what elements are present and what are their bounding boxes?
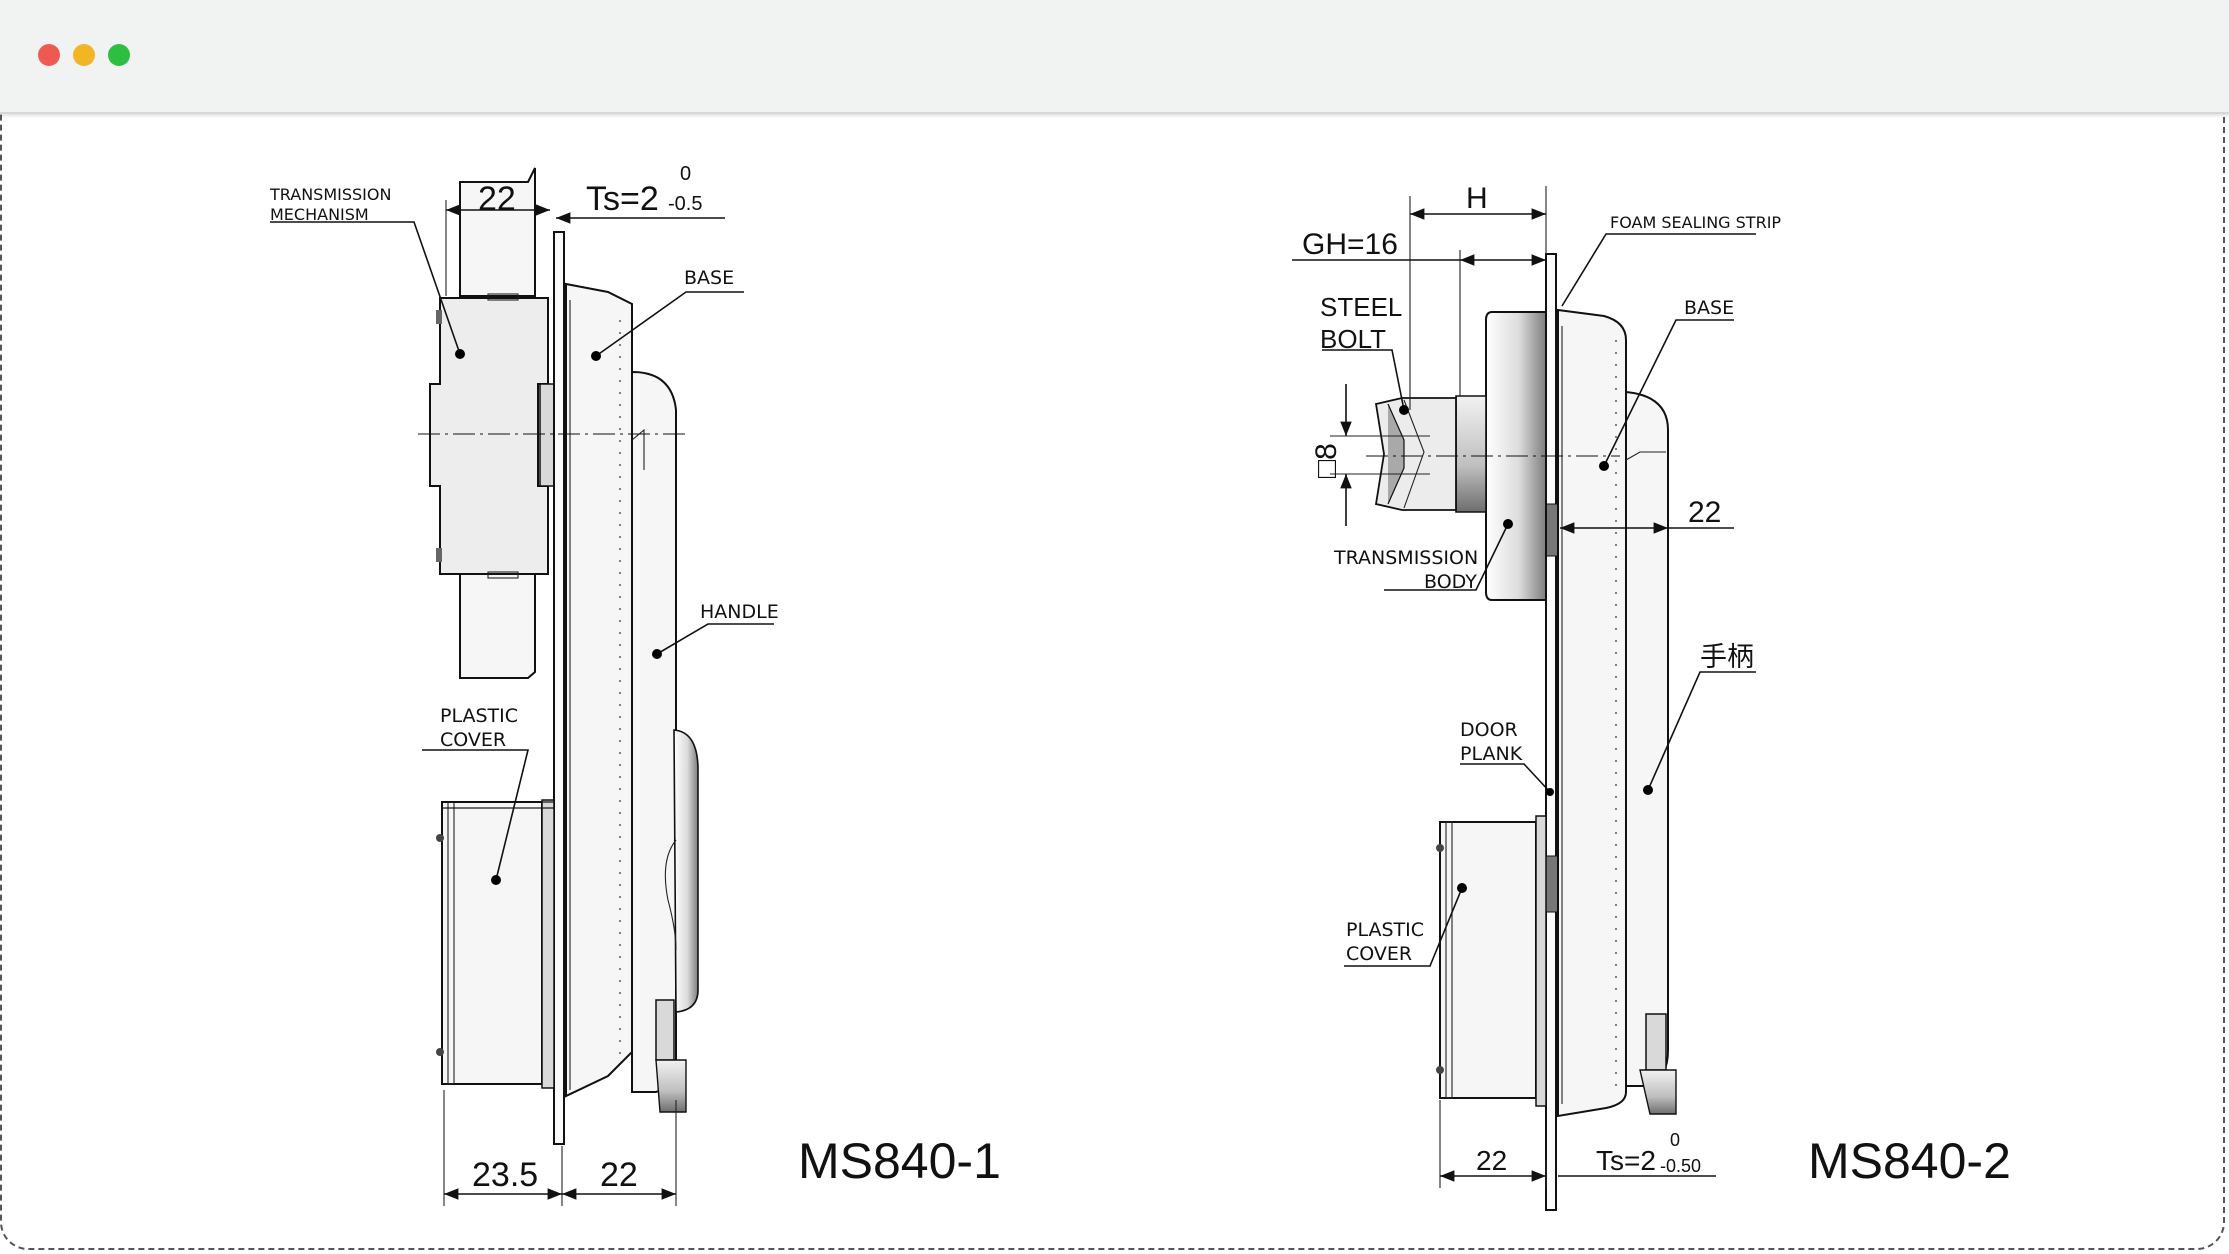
transmission-shaft-bottom: [459, 569, 536, 679]
dim-bottom-22: 22: [600, 1156, 638, 1194]
label-foam-sealing-strip: FOAM SEALING STRIP: [1610, 213, 1781, 232]
base-body: [565, 282, 633, 1098]
dim-ts-2-tol-lower: -0.50: [1660, 1156, 1701, 1176]
label-steel-line1: STEEL: [1320, 292, 1402, 322]
dim-ts-tol-upper: 0: [680, 163, 691, 185]
leader-door-plank: [1460, 763, 1551, 793]
drawing-ms840-1: TRANSMISSION MECHANISM BASE HANDLE PLAST…: [269, 163, 1001, 1206]
door-plank: [553, 231, 565, 1145]
leader-transmission-body: [1384, 523, 1509, 591]
label-steel-line2: BOLT: [1320, 324, 1386, 354]
label-handle-cn: 手柄: [1700, 642, 1754, 672]
plastic-cover: [441, 801, 543, 1085]
label-handle: HANDLE: [700, 601, 779, 623]
dim-bottom-23-5: 23.5: [472, 1156, 538, 1194]
shaft-cylinder: [1455, 395, 1487, 513]
zoom-button[interactable]: [108, 44, 130, 66]
leader-handle: [656, 623, 774, 655]
label-door-line1: DOOR: [1460, 719, 1518, 741]
dim-h: H: [1466, 182, 1488, 215]
label-transmission-line1: TRANSMISSION: [269, 185, 391, 204]
shaft-collar: [539, 383, 555, 487]
label-plastic-2-line1: PLASTIC: [1346, 919, 1424, 941]
leader-base-2: [1603, 319, 1734, 467]
label-base: BASE: [684, 267, 734, 289]
label-plastic-line1: PLASTIC: [440, 705, 518, 727]
label-plastic-2-line2: COVER: [1346, 943, 1412, 965]
dim-ts-2-tol-upper: 0: [1670, 1130, 1680, 1150]
label-transmission-line2: MECHANISM: [270, 205, 369, 224]
dim-ts-tol-lower: -0.5: [668, 193, 702, 215]
label-transmission-body-line2: BODY: [1424, 571, 1477, 593]
plastic-cover-2: [1439, 821, 1537, 1099]
leader-handle-2: [1647, 671, 1756, 791]
leader-steel-bolt: [1322, 349, 1405, 411]
model-ms840-1: MS840-1: [798, 1133, 1001, 1189]
handle-latch: [673, 729, 699, 1013]
leader-base: [595, 291, 744, 357]
dim-top-22: 22: [478, 180, 516, 218]
minimize-button[interactable]: [73, 44, 95, 66]
handle-body-2: [1625, 390, 1669, 1087]
dim-gh: GH=16: [1302, 228, 1398, 261]
door-plank-2: [1545, 253, 1557, 1211]
dim-square-8: □8: [1310, 443, 1343, 478]
title-bar: [0, 0, 2229, 114]
leader-foam: [1561, 233, 1756, 307]
dim-bottom-22-2: 22: [1476, 1145, 1507, 1176]
close-button[interactable]: [38, 44, 60, 66]
label-door-line2: PLANK: [1460, 743, 1523, 765]
dim-ts: Ts=2: [586, 180, 659, 218]
label-base-2: BASE: [1684, 297, 1734, 319]
label-plastic-line2: COVER: [440, 729, 506, 751]
transmission-mechanism-block: [429, 297, 549, 575]
leader-plastic-cover: [422, 749, 530, 881]
drawing-ms840-2: FOAM SEALING STRIP BASE STEEL BOLT TRANS…: [1292, 182, 2011, 1211]
label-transmission-body-line1: TRANSMISSION: [1333, 547, 1478, 569]
leader-plastic-cover-2: [1344, 887, 1463, 967]
handle-body: [631, 370, 677, 1093]
transmission-shaft-top: [459, 167, 536, 297]
base-body-2: [1557, 308, 1627, 1118]
leader-transmission: [270, 221, 461, 355]
dim-handle-22: 22: [1688, 496, 1721, 529]
model-ms840-2: MS840-2: [1808, 1133, 2011, 1189]
dim-ts-2: Ts=2: [1596, 1145, 1656, 1176]
